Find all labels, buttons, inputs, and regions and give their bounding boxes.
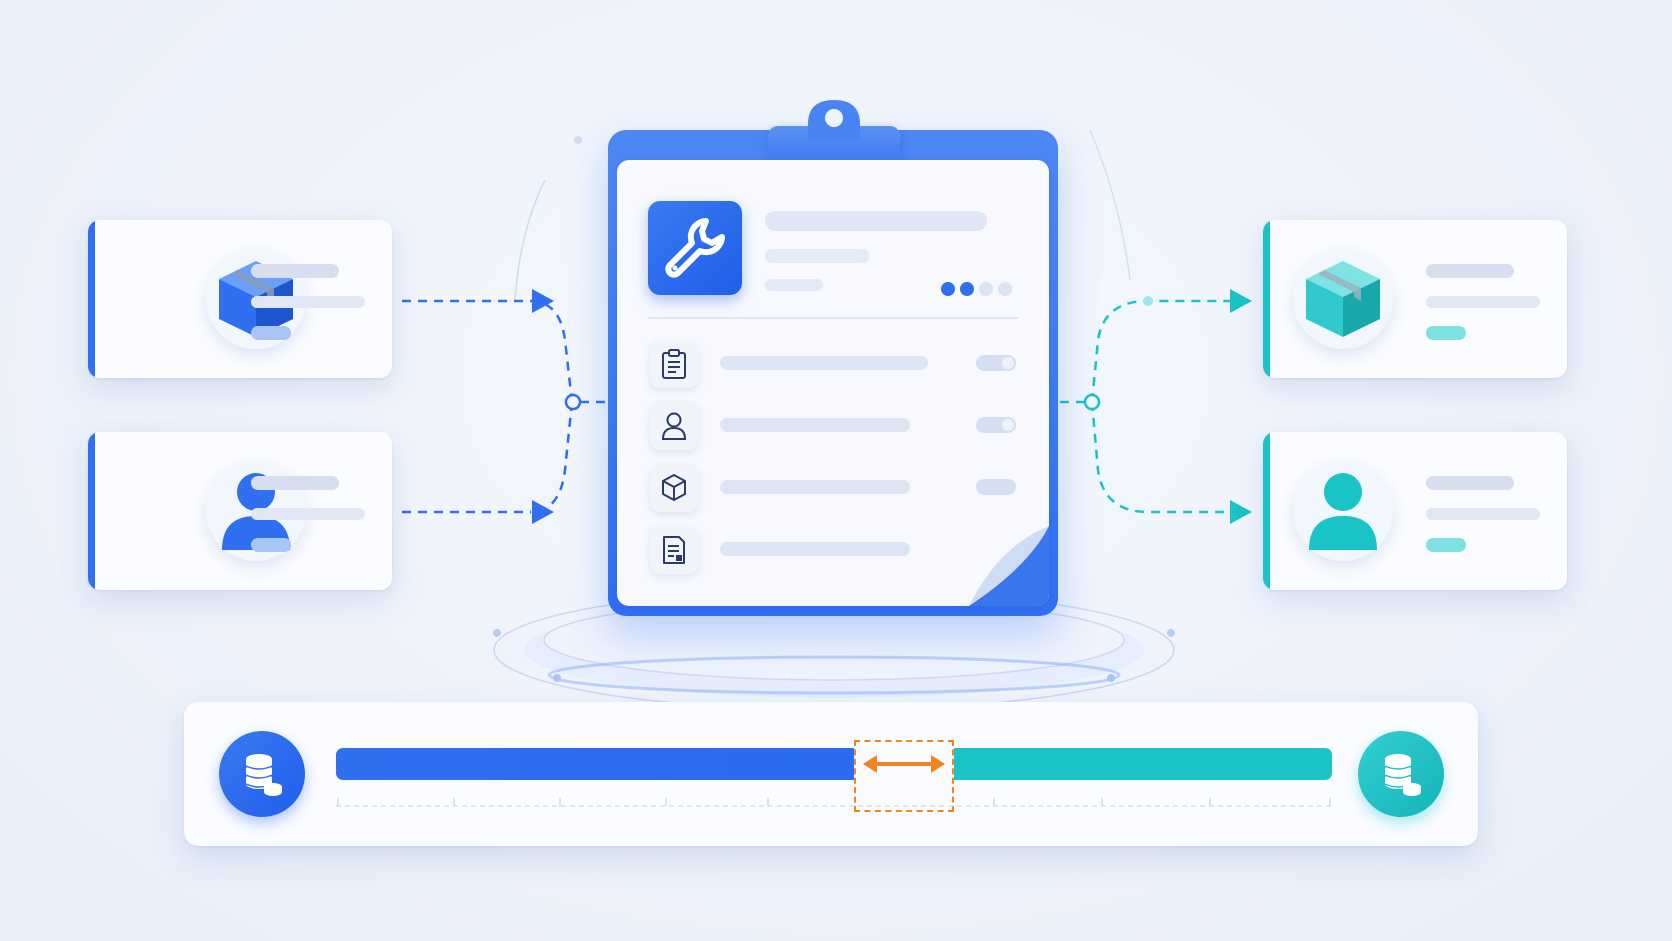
cube-icon (662, 474, 686, 501)
clipboard-list-icon (662, 349, 686, 379)
arrow-right-top (1230, 289, 1252, 313)
row-toggle[interactable] (976, 355, 1016, 371)
card-accent (1263, 432, 1270, 590)
source-card-user[interactable] (88, 432, 392, 590)
timeline-gap-range[interactable] (854, 740, 954, 812)
database-stack-icon (245, 754, 282, 796)
user-icon (1309, 473, 1377, 550)
card-text-placeholder (251, 508, 365, 520)
orbit-dot (574, 136, 582, 144)
database-stack-icon (1384, 754, 1421, 796)
card-tag-placeholder (1426, 538, 1466, 552)
arrow-right-bottom (1230, 500, 1252, 524)
double-arrow-icon (863, 755, 945, 773)
card-accent (88, 220, 95, 378)
card-text-placeholder (1426, 508, 1540, 520)
row-placeholder (720, 356, 928, 370)
status-dots (941, 282, 1012, 296)
card-tag-placeholder (1426, 326, 1466, 340)
card-title-placeholder (251, 264, 339, 278)
row-placeholder (720, 480, 910, 494)
card-tag-placeholder (251, 326, 291, 340)
row-placeholder (720, 542, 910, 556)
clip-ring (808, 100, 860, 140)
header-tile (648, 201, 742, 295)
right-junction (1083, 393, 1101, 411)
wrench-icon (665, 218, 725, 278)
orbit-arc-right (1089, 129, 1131, 281)
timeline-segment-left (336, 748, 854, 780)
page-curl (969, 526, 1049, 606)
orbit-arc-left (514, 179, 546, 301)
card-text-placeholder (251, 296, 365, 308)
card-text-placeholder (1426, 296, 1540, 308)
source-card-package[interactable] (88, 220, 392, 378)
row-placeholder (720, 418, 910, 432)
left-junction (564, 393, 582, 411)
header-subtitle-placeholder (765, 249, 869, 263)
card-tag-placeholder (251, 538, 291, 552)
timeline-segment-right (954, 748, 1332, 780)
row-icon-tile (650, 340, 698, 388)
card-title-placeholder (251, 476, 339, 490)
target-card-package[interactable] (1263, 220, 1567, 378)
right-mid-dot (1143, 296, 1153, 306)
target-card-user[interactable] (1263, 432, 1567, 590)
row-toggle[interactable] (976, 417, 1016, 433)
document-icon (663, 536, 685, 564)
card-title-placeholder (1426, 264, 1514, 278)
clipboard-divider (648, 317, 1018, 319)
card-accent (1263, 220, 1270, 378)
package-box-icon (219, 261, 293, 337)
card-accent (88, 432, 95, 590)
package-box-icon (1306, 261, 1380, 337)
header-meta-placeholder (765, 279, 823, 291)
timeline-ticks (336, 798, 1332, 807)
arrow-left-bottom (532, 500, 554, 524)
arrow-left-top (532, 289, 554, 313)
timeline-track (336, 740, 1332, 812)
user-outline-icon (661, 412, 687, 440)
card-title-placeholder (1426, 476, 1514, 490)
header-title-placeholder (765, 211, 987, 231)
row-toggle-placeholder (976, 479, 1016, 495)
